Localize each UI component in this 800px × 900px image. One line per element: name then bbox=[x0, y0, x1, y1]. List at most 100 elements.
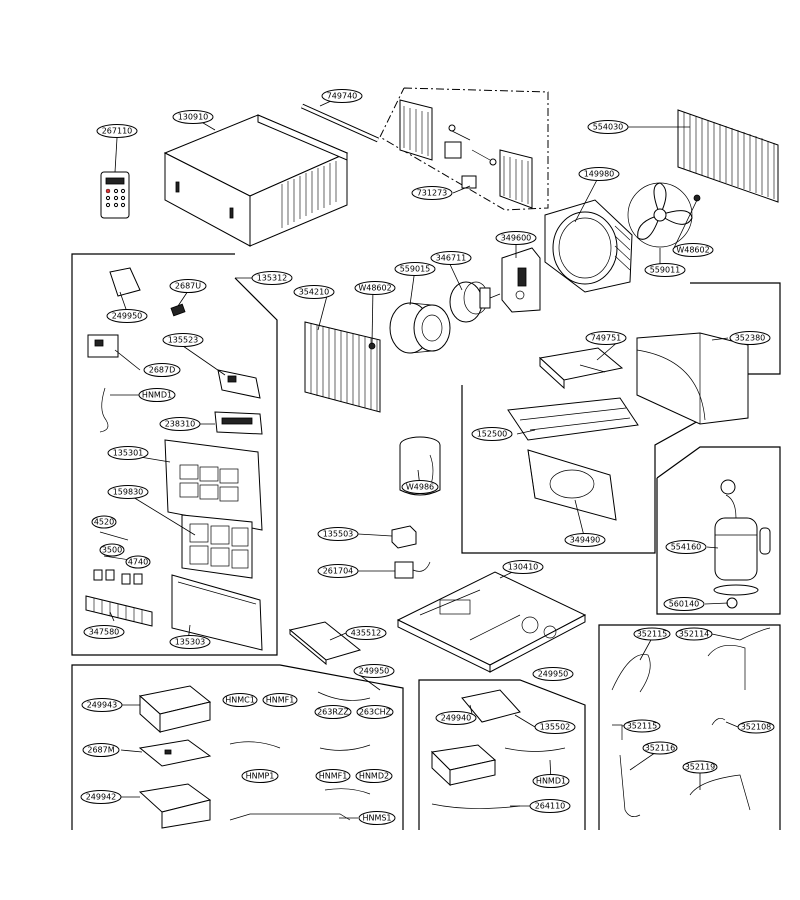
svg-text:249943: 249943 bbox=[87, 701, 118, 710]
svg-text:W48602: W48602 bbox=[676, 246, 709, 255]
callout-HNMC1[interactable]: HNMC1 bbox=[222, 693, 258, 707]
callout-238310[interactable]: 238310 bbox=[159, 417, 201, 431]
callout-W48602-a[interactable]: W48602 bbox=[672, 243, 714, 257]
side-brackets bbox=[399, 99, 533, 209]
capacitor-bracket bbox=[391, 525, 417, 549]
callout-152500[interactable]: 152500 bbox=[471, 427, 513, 441]
svg-text:559011: 559011 bbox=[650, 266, 681, 275]
front-panel-parts bbox=[85, 267, 263, 651]
callout-4740[interactable]: 4740 bbox=[125, 555, 151, 569]
callout-135503[interactable]: 135503 bbox=[317, 527, 359, 541]
callout-267110[interactable]: 267110 bbox=[96, 124, 138, 138]
callout-HNMD2[interactable]: HNMD2 bbox=[355, 769, 393, 783]
callout-352114[interactable]: 352114 bbox=[675, 627, 713, 641]
svg-text:135303: 135303 bbox=[175, 638, 206, 647]
callout-349600[interactable]: 349600 bbox=[495, 231, 537, 245]
callout-263CHZ[interactable]: 263CHZ bbox=[356, 705, 394, 719]
svg-text:554030: 554030 bbox=[593, 123, 624, 132]
callout-354210[interactable]: 354210 bbox=[293, 285, 335, 299]
callout-135523[interactable]: 135523 bbox=[162, 333, 204, 347]
svg-text:263RZZ: 263RZZ bbox=[317, 708, 349, 717]
callout-249940[interactable]: 249940 bbox=[435, 711, 477, 725]
callout-349490[interactable]: 349490 bbox=[564, 533, 606, 547]
svg-text:352114: 352114 bbox=[679, 630, 710, 639]
cabinet bbox=[163, 114, 349, 247]
callout-554160[interactable]: 554160 bbox=[665, 540, 707, 554]
orifice-panel bbox=[527, 449, 617, 521]
callout-249950-a[interactable]: 249950 bbox=[106, 309, 148, 323]
callout-559011[interactable]: 559011 bbox=[644, 263, 686, 277]
callout-263RZZ[interactable]: 263RZZ bbox=[314, 705, 352, 719]
callout-559015[interactable]: 559015 bbox=[394, 262, 436, 276]
callout-249942[interactable]: 249942 bbox=[80, 790, 122, 804]
callout-749740[interactable]: 749740 bbox=[321, 89, 363, 103]
callout-554030[interactable]: 554030 bbox=[587, 120, 629, 134]
callout-352108[interactable]: 352108 bbox=[737, 720, 775, 734]
callout-130410[interactable]: 130410 bbox=[502, 560, 544, 574]
svg-text:560140: 560140 bbox=[669, 600, 700, 609]
callout-560140[interactable]: 560140 bbox=[663, 597, 705, 611]
callout-W48602-b[interactable]: W48602 bbox=[354, 281, 396, 295]
svg-text:346711: 346711 bbox=[436, 254, 467, 263]
svg-text:749740: 749740 bbox=[327, 92, 358, 101]
svg-text:HNMD1: HNMD1 bbox=[536, 777, 566, 786]
callout-HNMD1-b[interactable]: HNMD1 bbox=[532, 774, 570, 788]
callout-HNMP1[interactable]: HNMP1 bbox=[241, 769, 279, 783]
callout-347580[interactable]: 347580 bbox=[83, 625, 125, 639]
callout-135312[interactable]: 135312 bbox=[251, 271, 293, 285]
svg-text:238310: 238310 bbox=[165, 420, 196, 429]
callout-352116[interactable]: 352116 bbox=[642, 741, 678, 755]
callout-352119[interactable]: 352119 bbox=[682, 760, 718, 774]
callout-HNMD1-a[interactable]: HNMD1 bbox=[138, 388, 176, 402]
callout-749751[interactable]: 749751 bbox=[585, 331, 627, 345]
callout-264110[interactable]: 264110 bbox=[529, 799, 571, 813]
callout-249943[interactable]: 249943 bbox=[81, 698, 123, 712]
motor-mount bbox=[501, 247, 541, 313]
callout-4520[interactable]: 4520 bbox=[91, 515, 117, 529]
callout-HNMS1[interactable]: HNMS1 bbox=[358, 811, 396, 825]
svg-text:HNMF1: HNMF1 bbox=[319, 772, 348, 781]
callout-249950-b[interactable]: 249950 bbox=[353, 664, 395, 678]
callout-135303[interactable]: 135303 bbox=[169, 635, 211, 649]
fan-motor bbox=[449, 281, 501, 323]
callout-352115-b[interactable]: 352115 bbox=[623, 719, 661, 733]
callout-261704[interactable]: 261704 bbox=[317, 564, 359, 578]
svg-text:347580: 347580 bbox=[89, 628, 120, 637]
callout-435512[interactable]: 435512 bbox=[345, 626, 387, 640]
callout-352115-a[interactable]: 352115 bbox=[633, 627, 671, 641]
svg-text:HNMS1: HNMS1 bbox=[362, 814, 391, 823]
callout-352380[interactable]: 352380 bbox=[729, 331, 771, 345]
callout-2687U[interactable]: 2687U bbox=[169, 279, 207, 293]
svg-text:352115: 352115 bbox=[627, 722, 658, 731]
callout-249950-c[interactable]: 249950 bbox=[532, 667, 574, 681]
callout-HNMF1-a[interactable]: HNMF1 bbox=[262, 693, 298, 707]
callout-731273[interactable]: 731273 bbox=[411, 186, 453, 200]
callout-2687M[interactable]: 2687M bbox=[82, 743, 120, 757]
svg-text:149980: 149980 bbox=[584, 170, 615, 179]
svg-text:4740: 4740 bbox=[128, 558, 148, 567]
callout-346711[interactable]: 346711 bbox=[430, 251, 472, 265]
callout-3500[interactable]: 3500 bbox=[99, 543, 125, 557]
base-pan bbox=[396, 571, 587, 673]
svg-text:4520: 4520 bbox=[94, 518, 114, 527]
callout-W4986[interactable]: W4986 bbox=[401, 480, 439, 494]
callout-135301[interactable]: 135301 bbox=[107, 446, 149, 460]
svg-text:HNMP1: HNMP1 bbox=[246, 772, 275, 781]
callout-HNMF1-b[interactable]: HNMF1 bbox=[315, 769, 351, 783]
callout-2687D[interactable]: 2687D bbox=[143, 363, 181, 377]
callout-135502[interactable]: 135502 bbox=[534, 720, 576, 734]
condenser-fan bbox=[627, 182, 701, 248]
callout-159830[interactable]: 159830 bbox=[107, 485, 149, 499]
svg-text:159830: 159830 bbox=[113, 488, 144, 497]
svg-text:264110: 264110 bbox=[535, 802, 566, 811]
callout-130910[interactable]: 130910 bbox=[172, 110, 214, 124]
svg-text:349600: 349600 bbox=[501, 234, 532, 243]
svg-text:2687M: 2687M bbox=[87, 746, 114, 755]
access-panel bbox=[288, 621, 362, 666]
part-labels: 267110 130910 749740 731273 554030 14998… bbox=[80, 89, 775, 825]
callout-149980[interactable]: 149980 bbox=[578, 167, 620, 181]
svg-text:3500: 3500 bbox=[102, 546, 122, 555]
svg-text:249950: 249950 bbox=[112, 312, 143, 321]
svg-text:2687D: 2687D bbox=[149, 366, 176, 375]
